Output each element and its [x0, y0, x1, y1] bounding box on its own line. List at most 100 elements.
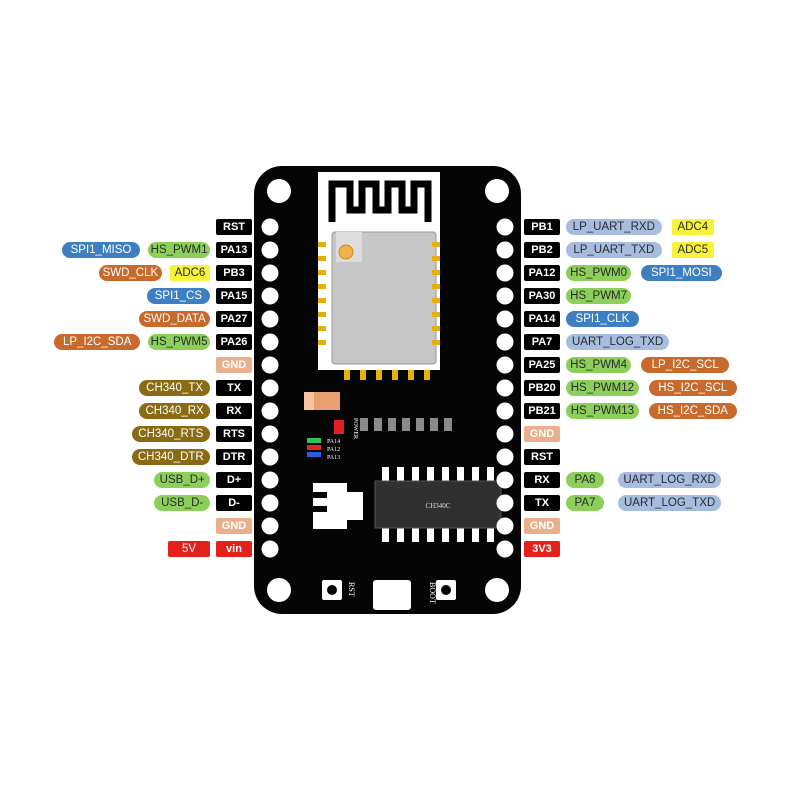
header-pin-hole: [496, 264, 514, 282]
left-function-label: CH340_RTS: [131, 426, 210, 442]
mount-hole: [485, 179, 509, 203]
left-pin-pa13: PA13: [216, 242, 252, 258]
header-pin-hole: [496, 218, 514, 236]
left-function-label: HS_PWM1: [148, 242, 210, 258]
left-pin-pa26: PA26: [216, 334, 252, 350]
led-label-pa14: PA14: [327, 439, 340, 445]
left-pin-d-: D-: [216, 495, 252, 511]
header-pin-hole: [496, 287, 514, 305]
module-castellations: [318, 242, 440, 380]
left-function-label: CH340_RX: [139, 403, 210, 419]
led-pa12: [307, 445, 321, 450]
right-pin-pa12: PA12: [524, 265, 560, 281]
header-pin-hole: [261, 264, 279, 282]
power-led-label: POWER: [352, 418, 358, 439]
left-pin-d+: D+: [216, 472, 252, 488]
right-function-label: HS_I2C_SCL: [648, 380, 737, 396]
led-pa13: [307, 452, 321, 457]
left-function-label: ADC6: [170, 265, 210, 281]
header-holes: [261, 218, 514, 558]
ch340-pins: [382, 467, 494, 542]
right-function-label: HS_I2C_SDA: [648, 403, 737, 419]
left-pin-rx: RX: [216, 403, 252, 419]
left-function-label: SWD_DATA: [139, 311, 210, 327]
antenna-trace: [328, 180, 432, 222]
right-function-label: UART_LOG_TXD: [566, 334, 670, 350]
right-function-label: LP_UART_RXD: [566, 219, 662, 235]
right-pin-pa25: PA25: [524, 357, 560, 373]
left-pin-pa15: PA15: [216, 288, 252, 304]
left-function-label: 5V: [168, 541, 210, 557]
right-function-label: HS_PWM13: [566, 403, 639, 419]
right-function-label: SPI1_CLK: [566, 311, 639, 327]
right-pin-pb2: PB2: [524, 242, 560, 258]
left-pin-dtr: DTR: [216, 449, 252, 465]
left-function-label: SWD_CLK: [98, 265, 162, 281]
header-pin-hole: [261, 517, 279, 535]
right-pin-rx: RX: [524, 472, 560, 488]
left-pin-gnd: GND: [216, 357, 252, 373]
led-label-pa13: PA13: [327, 455, 340, 461]
header-pin-hole: [496, 425, 514, 443]
left-pin-rst: RST: [216, 219, 252, 235]
right-function-label: HS_PWM12: [566, 380, 639, 396]
right-pin-pa7: PA7: [524, 334, 560, 350]
right-function-label: SPI1_MOSI: [641, 265, 722, 281]
header-pin-hole: [496, 540, 514, 558]
mount-hole: [485, 578, 509, 602]
left-function-label: SPI1_CS: [146, 288, 210, 304]
led-pa14: [307, 438, 321, 443]
right-pin-gnd: GND: [524, 518, 560, 534]
right-pin-gnd: GND: [524, 426, 560, 442]
header-pin-hole: [496, 333, 514, 351]
right-pin-pb21: PB21: [524, 403, 560, 419]
header-pin-hole: [261, 287, 279, 305]
right-function-label: HS_PWM4: [566, 357, 632, 373]
header-pin-hole: [261, 448, 279, 466]
right-pin-tx: TX: [524, 495, 560, 511]
left-pin-tx: TX: [216, 380, 252, 396]
left-function-label: CH340_DTR: [131, 449, 210, 465]
header-pin-hole: [261, 356, 279, 374]
header-pin-hole: [496, 494, 514, 512]
header-pin-hole: [496, 517, 514, 535]
boot-button-label: BOOT: [428, 582, 437, 604]
header-pin-hole: [261, 494, 279, 512]
left-pin-pa27: PA27: [216, 311, 252, 327]
header-pin-hole: [261, 402, 279, 420]
right-pin-rst: RST: [524, 449, 560, 465]
right-function-label: LP_I2C_SCL: [641, 357, 730, 373]
header-pin-hole: [261, 379, 279, 397]
header-pin-hole: [261, 333, 279, 351]
ch340-chip-label: CH340C: [426, 502, 451, 510]
header-pin-hole: [496, 402, 514, 420]
left-pin-pb3: PB3: [216, 265, 252, 281]
header-pin-hole: [496, 241, 514, 259]
right-function-label: PA8: [566, 472, 604, 488]
left-function-label: CH340_TX: [139, 380, 210, 396]
left-pin-gnd: GND: [216, 518, 252, 534]
left-pin-vin: vin: [216, 541, 252, 557]
header-pin-hole: [496, 310, 514, 328]
header-pin-hole: [261, 425, 279, 443]
header-pin-hole: [496, 448, 514, 466]
left-function-label: SPI1_MISO: [61, 242, 141, 258]
right-pin-pa30: PA30: [524, 288, 560, 304]
power-led: [334, 420, 344, 434]
right-function-label: HS_PWM7: [566, 288, 632, 304]
right-function-label: UART_LOG_TXD: [618, 495, 722, 511]
right-pin-pb20: PB20: [524, 380, 560, 396]
left-function-label: USB_D+: [154, 472, 210, 488]
mount-hole: [267, 179, 291, 203]
header-pin-hole: [496, 356, 514, 374]
right-pin-pa14: PA14: [524, 311, 560, 327]
right-function-label: HS_PWM0: [566, 265, 632, 281]
header-pin-hole: [261, 310, 279, 328]
right-function-label: UART_LOG_RXD: [618, 472, 722, 488]
usb-connector: [373, 580, 411, 610]
right-function-label: ADC4: [671, 219, 714, 235]
header-pin-hole: [261, 471, 279, 489]
right-function-label: LP_UART_TXD: [566, 242, 662, 258]
